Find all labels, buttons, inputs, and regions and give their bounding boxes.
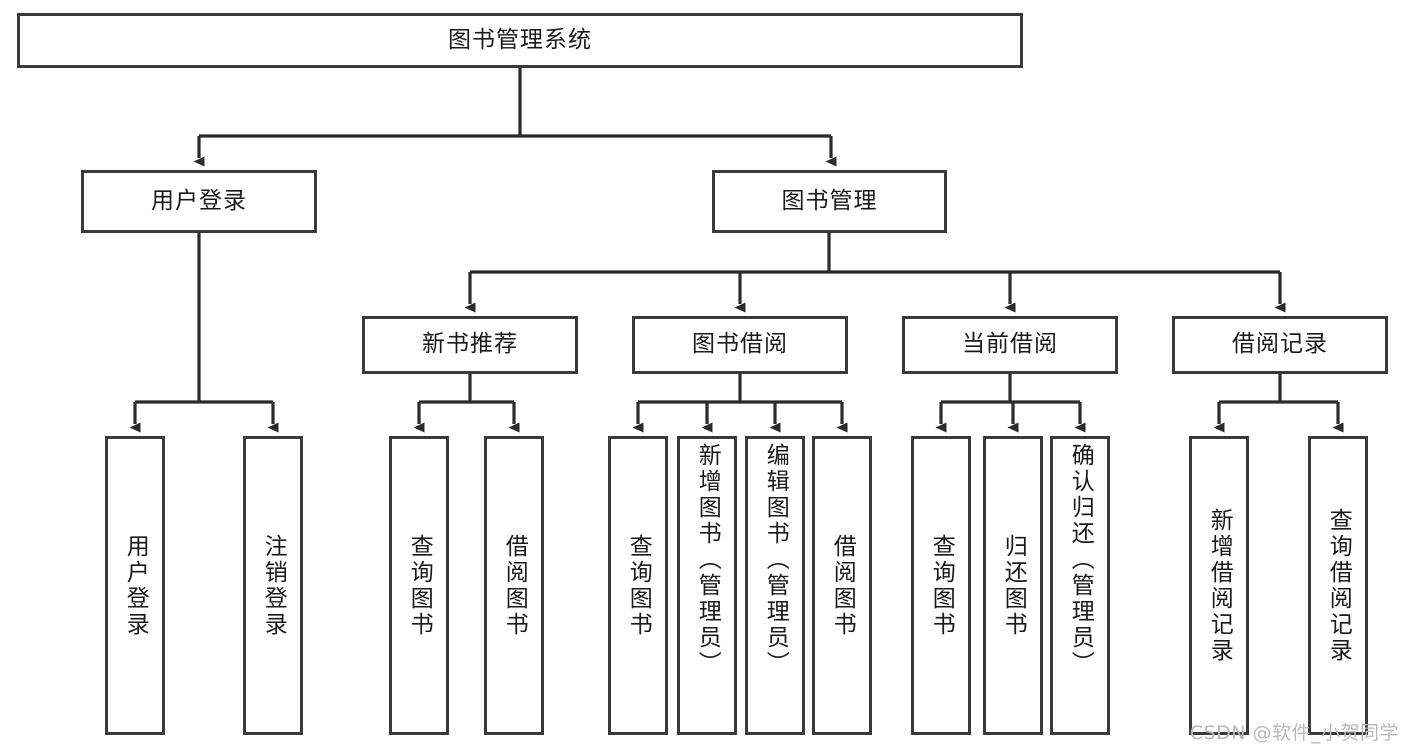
node-leaf-borrow-book-2-label: 借阅图书 xyxy=(829,533,856,638)
node-leaf-edit-book-label: 编辑图书（管理员） xyxy=(762,443,789,677)
node-borrow-record-label: 借阅记录 xyxy=(1232,331,1328,358)
node-leaf-query-book-2-label: 查询图书 xyxy=(625,533,652,638)
node-leaf-add-record[interactable]: 新增借阅记录 xyxy=(1189,436,1249,735)
node-leaf-query-book-1-label: 查询图书 xyxy=(406,533,433,638)
node-new-book-recommend-label: 新书推荐 xyxy=(422,331,518,358)
node-user-login[interactable]: 用户登录 xyxy=(81,170,317,233)
node-leaf-edit-book[interactable]: 编辑图书（管理员） xyxy=(745,436,805,735)
node-root-label: 图书管理系统 xyxy=(448,26,592,53)
node-new-book-recommend[interactable]: 新书推荐 xyxy=(362,316,578,374)
node-leaf-borrow-book-1-label: 借阅图书 xyxy=(501,533,528,638)
node-leaf-borrow-book-2[interactable]: 借阅图书 xyxy=(812,436,872,735)
node-leaf-return-book-label: 归还图书 xyxy=(1000,533,1027,638)
node-leaf-query-book-1[interactable]: 查询图书 xyxy=(389,436,449,735)
node-leaf-query-book-2[interactable]: 查询图书 xyxy=(608,436,668,735)
node-user-login-label: 用户登录 xyxy=(151,187,247,214)
node-book-manage[interactable]: 图书管理 xyxy=(712,170,947,233)
node-leaf-confirm-return[interactable]: 确认归还（管理员） xyxy=(1050,436,1110,735)
node-leaf-add-book[interactable]: 新增图书（管理员） xyxy=(677,436,737,735)
node-leaf-borrow-book-1[interactable]: 借阅图书 xyxy=(484,436,544,735)
node-leaf-user-login-label: 用户登录 xyxy=(122,533,149,638)
node-current-borrow-label: 当前借阅 xyxy=(962,331,1058,358)
node-leaf-logout[interactable]: 注销登录 xyxy=(243,436,303,735)
node-leaf-confirm-return-label: 确认归还（管理员） xyxy=(1067,443,1094,677)
node-leaf-query-record[interactable]: 查询借阅记录 xyxy=(1308,436,1368,735)
node-leaf-add-book-label: 新增图书（管理员） xyxy=(694,443,721,677)
node-book-borrow-label: 图书借阅 xyxy=(692,331,788,358)
node-leaf-return-book[interactable]: 归还图书 xyxy=(983,436,1043,735)
node-book-manage-label: 图书管理 xyxy=(781,187,878,214)
node-leaf-query-book-3-label: 查询图书 xyxy=(928,533,955,638)
node-borrow-record[interactable]: 借阅记录 xyxy=(1172,316,1388,374)
node-root[interactable]: 图书管理系统 xyxy=(17,13,1023,68)
node-book-borrow[interactable]: 图书借阅 xyxy=(632,316,848,374)
node-leaf-query-record-label: 查询借阅记录 xyxy=(1325,507,1352,664)
node-leaf-add-record-label: 新增借阅记录 xyxy=(1206,507,1233,664)
node-leaf-user-login[interactable]: 用户登录 xyxy=(105,436,165,735)
node-leaf-logout-label: 注销登录 xyxy=(260,533,287,638)
node-leaf-query-book-3[interactable]: 查询图书 xyxy=(911,436,971,735)
node-current-borrow[interactable]: 当前借阅 xyxy=(902,316,1118,374)
